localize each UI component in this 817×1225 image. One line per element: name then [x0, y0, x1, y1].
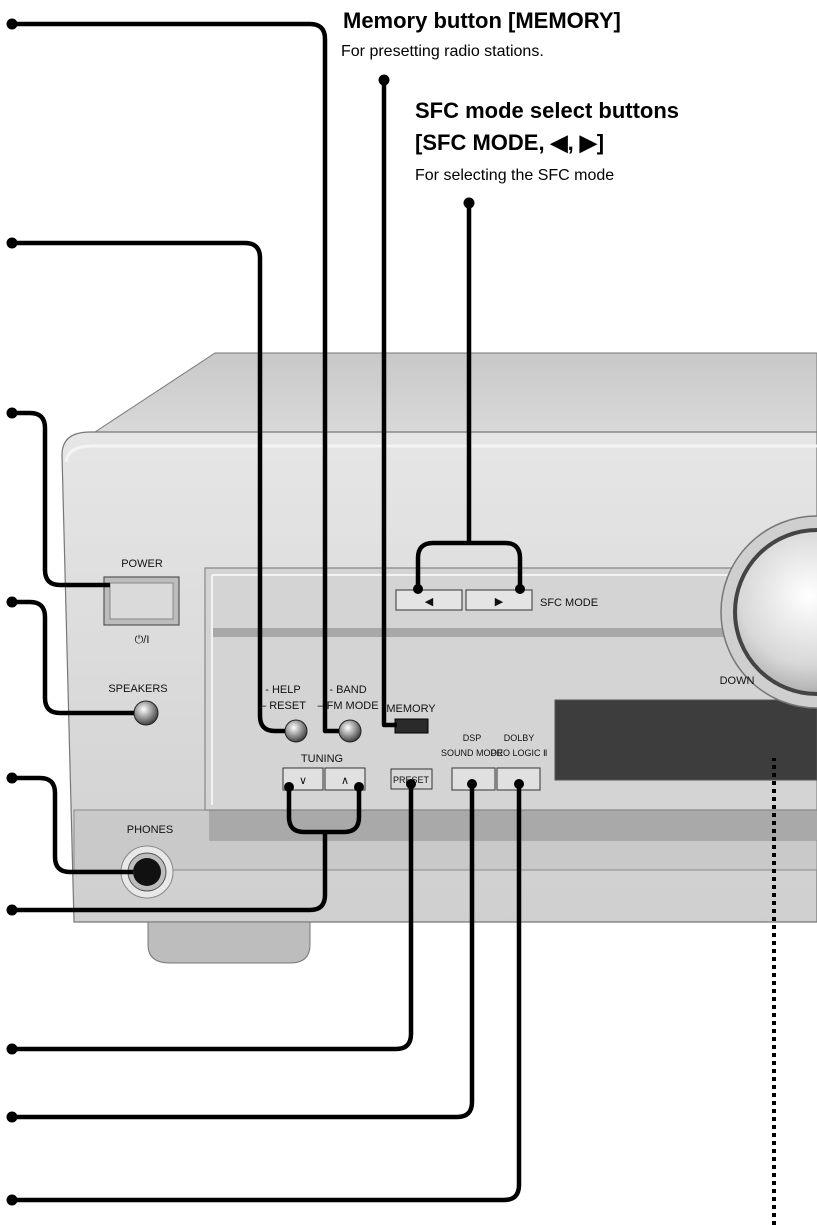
sound-mode-label: SOUND MODE [441, 748, 503, 758]
pro-logic-label: PRO LOGIC Ⅱ [491, 748, 548, 758]
power-button[interactable] [103, 576, 180, 626]
fm-mode-label: – FM MODE [317, 700, 378, 712]
sfc-callout-title-line2: [SFC MODE, ◀, ▶] [415, 130, 604, 155]
sfc-left-button[interactable] [395, 589, 463, 611]
sfc-right-button[interactable] [465, 589, 533, 611]
band-label: - BAND [329, 684, 366, 696]
sfc-callout-desc: For selecting the SFC mode [415, 167, 614, 184]
speakers-button[interactable] [133, 700, 159, 726]
dolby-label: DOLBY [504, 733, 535, 743]
phones-label: PHONES [127, 824, 173, 836]
leader-lines [12, 21, 523, 1203]
tuning-up-label: ∧ [341, 775, 349, 787]
memory-label: MEMORY [386, 703, 436, 715]
memory-callout-title: Memory button [MEMORY] [343, 8, 621, 33]
help-reset-button[interactable] [284, 719, 308, 743]
tuning-label: TUNING [301, 753, 343, 765]
reset-label: – RESET [260, 700, 306, 712]
power-label: POWER [121, 558, 163, 570]
band-fm-mode-button[interactable] [338, 719, 362, 743]
memory-button[interactable] [394, 718, 429, 734]
leader-dots [6, 18, 525, 1206]
tuning-down-label: ∨ [299, 775, 307, 787]
sfc-right-label: ▶ [495, 596, 504, 608]
sfc-callout-title-line1: SFC mode select buttons [415, 98, 679, 123]
sfc-left-label: ◀ [425, 596, 434, 608]
sfc-mode-label: SFC MODE [540, 597, 598, 609]
dsp-label: DSP [463, 733, 482, 743]
speakers-label: SPEAKERS [108, 683, 167, 695]
receiver-body [61, 352, 817, 964]
memory-callout-desc: For presetting radio stations. [341, 43, 544, 60]
down-label: DOWN [720, 675, 755, 687]
power-symbol-label: ⏻/I [135, 634, 150, 646]
help-label: - HELP [265, 684, 300, 696]
